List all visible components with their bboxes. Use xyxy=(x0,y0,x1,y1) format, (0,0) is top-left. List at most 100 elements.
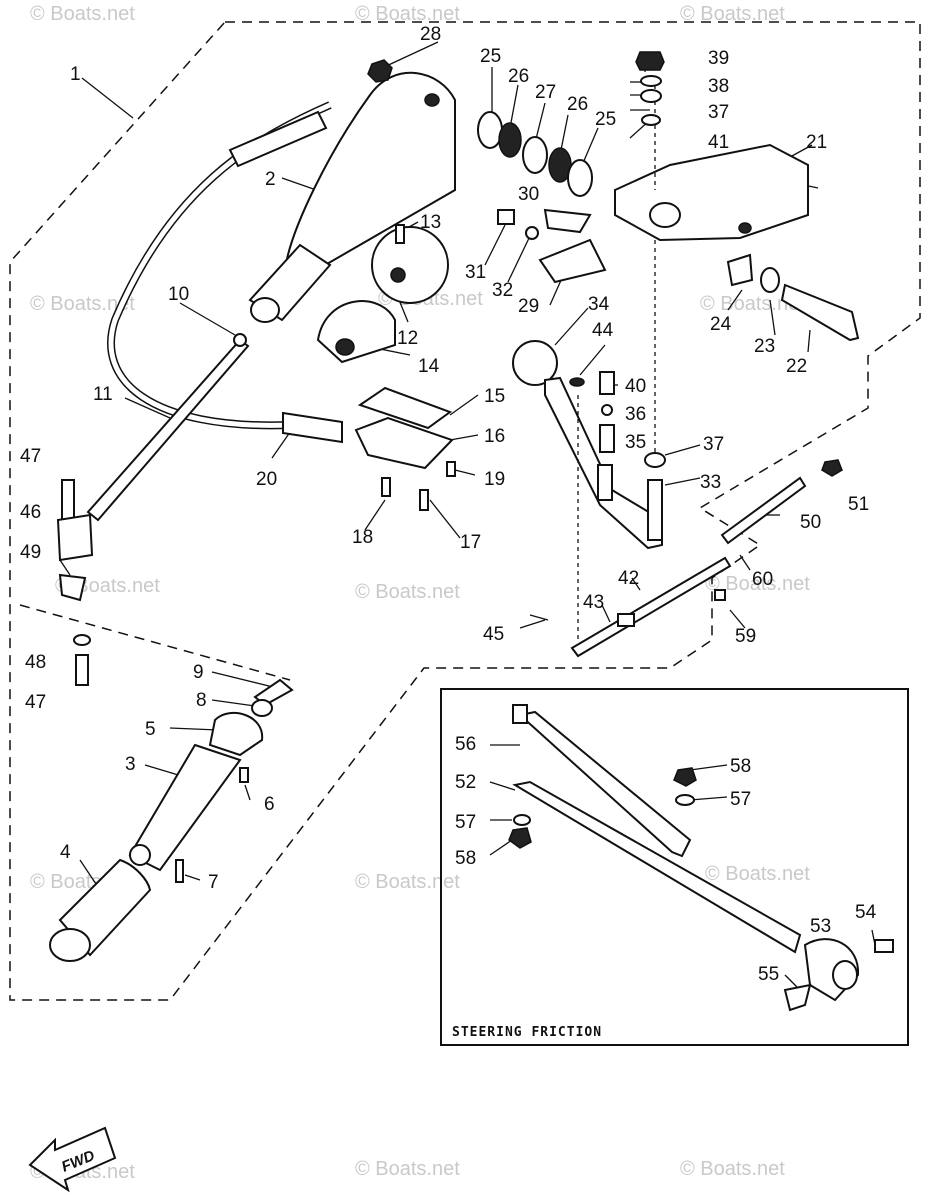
cam-hub xyxy=(335,338,355,356)
callouts: 1 2 3 4 5 6 7 8 9 10 11 12 13 14 15 16 1… xyxy=(20,24,877,985)
callout-23: 23 xyxy=(754,336,775,357)
screw xyxy=(381,477,391,497)
friction-disk-center xyxy=(390,267,406,283)
callout-42: 42 xyxy=(618,568,639,589)
watermark: © Boats.net xyxy=(680,3,785,25)
collar xyxy=(644,452,666,468)
callout-25b: 25 xyxy=(595,109,616,130)
shift-rod xyxy=(720,476,807,545)
collar xyxy=(640,89,662,103)
callout-18: 18 xyxy=(352,527,373,548)
callout-38: 38 xyxy=(708,76,729,97)
washer xyxy=(641,114,661,126)
callout-32: 32 xyxy=(492,280,513,301)
nut xyxy=(821,459,843,477)
watermark: © Boats.net xyxy=(705,573,810,595)
callout-47b: 47 xyxy=(25,692,46,713)
assembly-boundary xyxy=(9,21,921,1001)
callout-59: 59 xyxy=(735,626,756,647)
callout-31: 31 xyxy=(465,262,486,283)
callout-20: 20 xyxy=(256,469,277,490)
washer xyxy=(760,267,780,293)
bearing xyxy=(522,136,548,174)
callout-24: 24 xyxy=(710,314,732,335)
callout-29: 29 xyxy=(518,296,539,317)
cable-end-fitting xyxy=(228,110,328,168)
clip xyxy=(233,333,247,347)
callout-36: 36 xyxy=(625,404,646,425)
nut xyxy=(569,377,585,387)
callout-22: 22 xyxy=(786,356,807,377)
nut xyxy=(635,51,665,71)
inset-box xyxy=(440,688,909,1046)
callout-52: 52 xyxy=(455,772,476,793)
callout-34: 34 xyxy=(588,294,610,315)
handle-socket-end xyxy=(250,297,280,323)
shift-lever xyxy=(544,376,663,550)
callout-57a: 57 xyxy=(730,789,751,810)
friction-disk xyxy=(371,226,449,304)
bushing xyxy=(726,253,754,287)
detent-sleeve xyxy=(597,464,613,501)
callout-9: 9 xyxy=(193,662,204,683)
cover-plate xyxy=(357,386,453,430)
throttle-shaft xyxy=(128,743,242,872)
screw xyxy=(446,461,456,477)
sub-boundary xyxy=(19,604,291,681)
detent-cap xyxy=(599,371,615,395)
washer xyxy=(498,122,522,158)
callout-25a: 25 xyxy=(480,46,501,67)
bolt-hole xyxy=(424,93,440,107)
callout-58a: 58 xyxy=(730,756,751,777)
collar xyxy=(208,711,264,757)
callout-60: 60 xyxy=(752,569,773,590)
callout-44: 44 xyxy=(592,320,614,341)
callout-49: 49 xyxy=(20,542,41,563)
washer xyxy=(640,75,662,87)
bolt xyxy=(61,479,75,521)
callout-6: 6 xyxy=(264,794,275,815)
callout-11: 11 xyxy=(93,384,113,405)
shift-shaft xyxy=(647,479,663,541)
lever xyxy=(543,208,592,234)
callout-26b: 26 xyxy=(567,94,588,115)
throttle-grip-end xyxy=(49,928,91,962)
shift-block-bore xyxy=(649,202,681,228)
washer xyxy=(525,226,539,240)
callout-39: 39 xyxy=(708,48,729,69)
o-ring xyxy=(251,699,273,717)
bolt xyxy=(497,209,515,225)
washer xyxy=(513,814,531,826)
shift-knob xyxy=(512,340,558,386)
inset-title: STEERING FRICTION xyxy=(452,1025,602,1040)
watermark: © Boats.net xyxy=(355,871,460,893)
callout-2: 2 xyxy=(265,169,276,190)
clamp-block xyxy=(56,513,94,562)
callout-33: 33 xyxy=(700,472,721,493)
callout-50: 50 xyxy=(800,512,821,533)
callout-57b: 57 xyxy=(455,812,476,833)
watermark: © Boats.net xyxy=(355,581,460,603)
screw xyxy=(419,489,429,511)
callout-16: 16 xyxy=(484,426,505,447)
bolt xyxy=(874,939,894,953)
callout-21: 21 xyxy=(806,132,827,153)
bolt xyxy=(780,283,860,342)
clamp-plate xyxy=(58,573,87,602)
bolt xyxy=(75,654,89,686)
callout-15: 15 xyxy=(484,386,505,407)
callout-47a: 47 xyxy=(20,446,41,467)
friction-rod xyxy=(512,780,802,954)
nut xyxy=(508,827,532,849)
callout-28: 28 xyxy=(420,24,441,45)
detent-ball xyxy=(601,404,613,416)
callout-13: 13 xyxy=(420,212,441,233)
base-plate xyxy=(354,416,454,470)
callout-46: 46 xyxy=(20,502,41,523)
watermark: © Boats.net xyxy=(355,1158,460,1180)
screw xyxy=(239,767,249,783)
watermark: © Boats.net xyxy=(30,293,135,315)
callout-26a: 26 xyxy=(508,66,529,87)
